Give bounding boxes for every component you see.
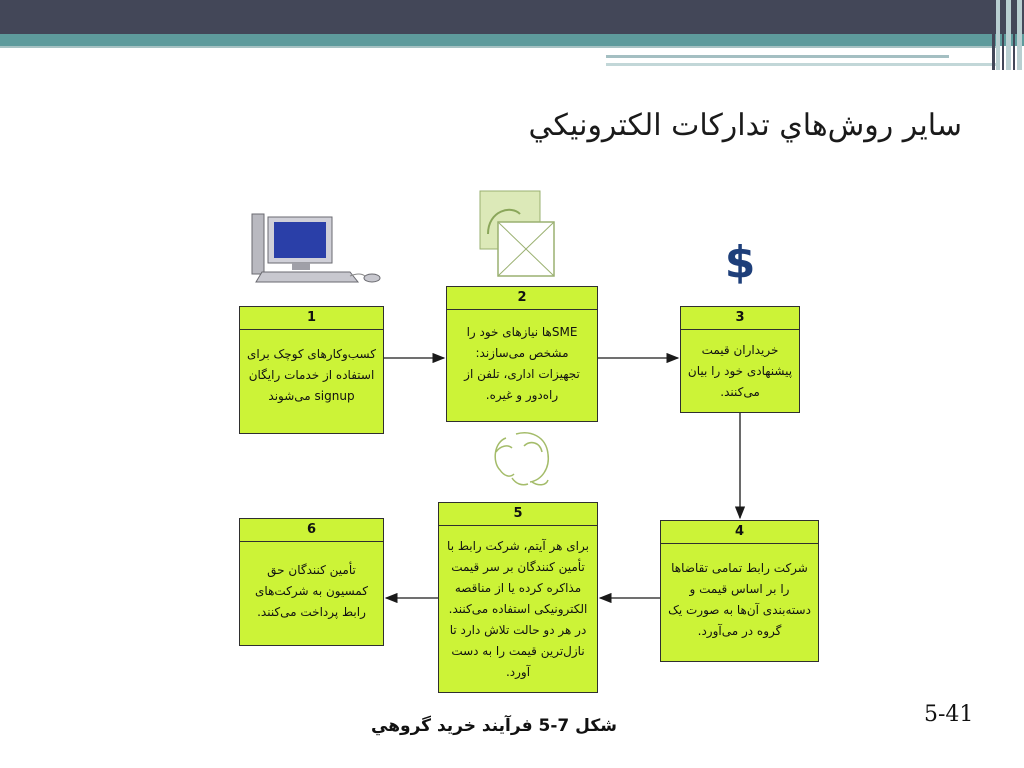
step-number-5: 5: [439, 503, 597, 526]
envelope-icon: [479, 190, 555, 277]
header-rule: [0, 46, 1000, 48]
header-subrule-1: [606, 55, 949, 58]
step-text-1: کسب‌وکارهای کوچک برای استفاده از خدمات ر…: [247, 347, 376, 403]
step-text-3: خریداران قیمت پیشنهادی خود را بیان می‌کن…: [687, 343, 793, 399]
figure-caption: شکل 7-5 فرآیند خرید گروهي: [371, 716, 617, 736]
step-text-2: SMEها نیازهای خود را مشخص می‌سازند: تجهی…: [464, 325, 580, 402]
step-text-4: شرکت رابط تمامی تقاضاها را بر اساس قیمت …: [668, 561, 811, 638]
slide-title: ساير روش‌هاي تداركات الكترونيكي: [528, 108, 962, 143]
header-vstripe-1: [992, 0, 995, 70]
step-box-4: 4 شرکت رابط تمامی تقاضاها را بر اساس قیم…: [660, 520, 819, 662]
step-number-6: 6: [240, 519, 383, 542]
step-number-3: 3: [681, 307, 799, 330]
header-vstripe-6: [1017, 0, 1022, 70]
header-vstripe-2: [996, 0, 1000, 70]
step-box-3: 3 خریداران قیمت پیشنهادی خود را بیان می‌…: [680, 306, 800, 413]
step-box-1: 1 کسب‌وکارهای کوچک برای استفاده از خدمات…: [239, 306, 384, 434]
header-teal-bar: [0, 34, 1024, 46]
header-vstripe-5: [1013, 0, 1015, 70]
step-number-1: 1: [240, 307, 383, 330]
step-number-2: 2: [447, 287, 597, 310]
header-dark-bar: [0, 0, 1024, 34]
people-icon: [494, 432, 550, 486]
computer-icon: [251, 213, 381, 283]
header-vstripe-3: [1002, 0, 1004, 70]
step-text-5: برای هر آیتم، شرکت رابط با تأمین کنندگان…: [447, 539, 589, 679]
step-number-4: 4: [661, 521, 818, 544]
step-box-2: 2 SMEها نیازهای خود را مشخص می‌سازند: تج…: [446, 286, 598, 422]
step-box-6: 6 تأمین کنندگان حق کمسیون به شرکت‌های را…: [239, 518, 384, 646]
header-subrule-2: [606, 63, 1000, 66]
dollar-icon: $: [725, 237, 756, 288]
step-box-5: 5 برای هر آیتم، شرکت رابط با تأمین کنندگ…: [438, 502, 598, 693]
page-number: 5-41: [924, 702, 974, 727]
step-text-6: تأمین کنندگان حق کمسیون به شرکت‌های رابط…: [255, 563, 368, 619]
header-vstripe-4: [1006, 0, 1011, 70]
